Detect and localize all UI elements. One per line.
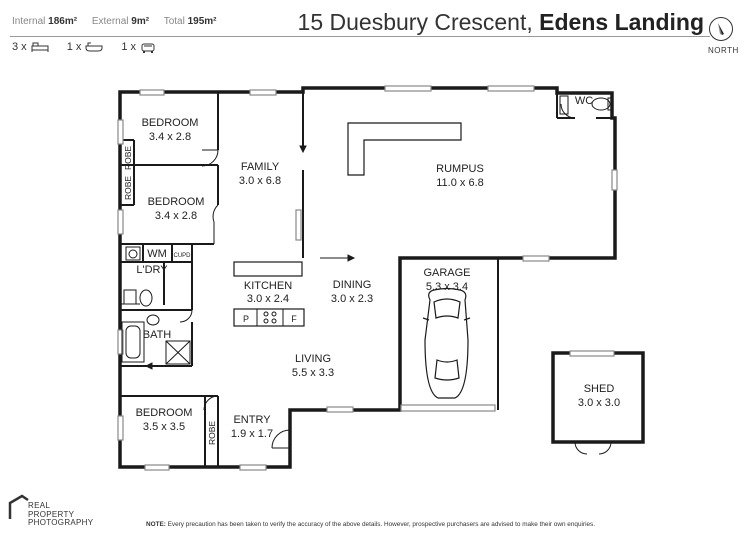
cupd-name: CUPD [173,253,191,259]
dining-size: 3.0 x 2.3 [331,293,373,305]
external-label: External [91,16,129,27]
living-name: LIVING [295,353,331,365]
address-street: 15 Duesbury Crescent, [297,9,533,35]
bedroom-1-size: 3.4 x 2.8 [149,131,191,143]
note-text: Every precaution has been taken to verif… [167,521,596,528]
car-icon [422,287,471,399]
room-labels: BEDROOM 3.4 x 2.8 BEDROOM 3.4 x 2.8 FAMI… [123,95,620,445]
dining-name: DINING [333,279,372,291]
area-summary: Internal 186m² External 9m² Total 195m² [12,16,229,27]
wc-name: WC [575,95,593,107]
brand-line-2: PROPERTY [28,509,75,519]
total-label: Total [163,16,185,27]
bedroom-1-name: BEDROOM [142,117,199,129]
north-label: NORTH [708,46,739,55]
internal-area: 186m² [48,16,78,27]
header: Internal 186m² External 9m² Total 195m² … [0,0,750,60]
sliding-door-arrows [120,110,356,370]
bath-icon [85,42,103,52]
disclaimer-note: NOTE: Every precaution has been taken to… [146,521,595,528]
pantry-label: P [243,314,249,324]
rumpus-size: 11.0 x 6.8 [436,177,484,189]
rumpus-name: RUMPUS [436,163,484,175]
bedroom-2-size: 3.4 x 2.8 [155,210,197,222]
robe-1-label: ROBE [123,146,133,170]
external-area: 9m² [131,16,150,27]
garage-size: 5.3 x 3.4 [426,281,468,293]
wm-name: WM [147,248,167,260]
bath-name: BATH [143,329,172,341]
house-roof-icon [8,494,29,519]
kitchen-size: 3.0 x 2.4 [247,293,289,305]
family-size: 3.0 x 6.8 [239,175,281,187]
property-address: 15 Duesbury Crescent, Edens Landing [298,9,704,36]
laundry-name: L'DRY [136,264,168,276]
internal-label: Internal [12,16,46,27]
door-swings [179,103,612,455]
brand-line-3: PHOTOGRAPHY [28,518,94,527]
bedroom-3-size: 3.5 x 3.5 [143,421,185,433]
bed-icon [31,42,49,52]
kitchen-name: KITCHEN [244,280,292,292]
exterior-walls [118,86,645,469]
bathroom-count: 1 x [67,41,104,53]
robe-3-label: ROBE [207,421,217,445]
car-count: 1 x [121,41,156,53]
family-name: FAMILY [241,161,280,173]
brand-logo: REAL PROPERTY PHOTOGRAPHY [8,494,118,530]
note-label: NOTE: [146,521,166,528]
windows [117,85,618,471]
bedroom-3-name: BEDROOM [136,407,193,419]
feature-counts: 3 x 1 x 1 x [12,41,156,53]
fridge-label: F [291,314,297,324]
robe-2-label: ROBE [123,176,133,200]
entry-name: ENTRY [233,414,271,426]
shed-name: SHED [584,383,615,395]
address-suburb: Edens Landing [539,9,704,35]
compass-icon [709,17,733,41]
brand-line-1: REAL [28,501,51,510]
shed-size: 3.0 x 3.0 [578,397,620,409]
bedroom-2-name: BEDROOM [148,196,205,208]
garage-name: GARAGE [423,267,470,279]
entry-size: 1.9 x 1.7 [231,428,273,440]
car-icon [141,43,155,53]
living-size: 5.5 x 3.3 [292,367,334,379]
header-divider [10,36,710,37]
fixtures [121,95,613,365]
bedroom-count: 3 x [12,41,49,53]
total-area: 195m² [187,16,217,27]
